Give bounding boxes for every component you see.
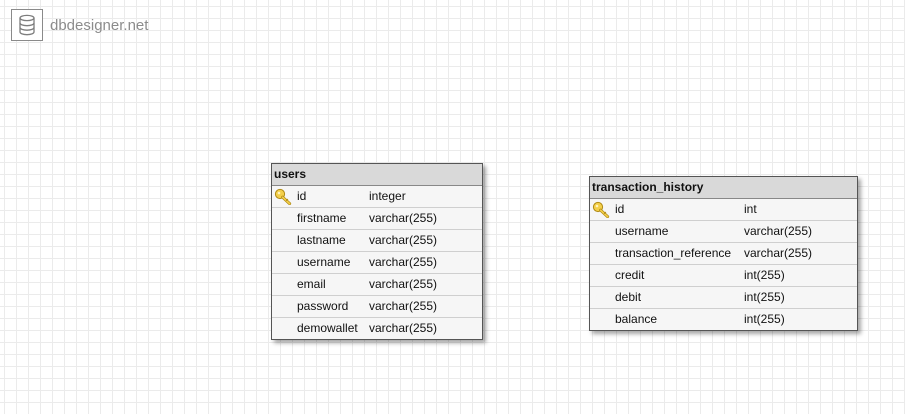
field-name: firstname	[297, 211, 347, 225]
primary-key-icon	[592, 201, 610, 219]
field-type: varchar(255)	[744, 246, 813, 260]
field-type: varchar(255)	[369, 233, 438, 247]
field-row[interactable]: username varchar(255)	[272, 252, 482, 274]
field-row[interactable]: email varchar(255)	[272, 274, 482, 296]
field-type: varchar(255)	[744, 224, 813, 238]
table-title[interactable]: transaction_history	[590, 177, 857, 199]
field-row[interactable]: credit int(255)	[590, 265, 857, 287]
field-name: credit	[615, 268, 645, 282]
database-icon	[11, 9, 43, 41]
table-transaction-history[interactable]: transaction_history id int username varchar…	[589, 176, 858, 331]
field-type: int(255)	[744, 268, 785, 282]
field-row[interactable]: username varchar(255)	[590, 221, 857, 243]
field-name: id	[297, 189, 307, 203]
logo-text: dbdesigner.net	[50, 16, 149, 34]
field-type: varchar(255)	[369, 277, 438, 291]
field-name: password	[297, 299, 349, 313]
field-row[interactable]: id int	[590, 199, 857, 221]
field-row[interactable]: lastname varchar(255)	[272, 230, 482, 252]
field-type: varchar(255)	[369, 299, 438, 313]
field-row[interactable]: firstname varchar(255)	[272, 208, 482, 230]
field-name: email	[297, 277, 326, 291]
field-row[interactable]: demowallet varchar(255)	[272, 318, 482, 339]
table-title[interactable]: users	[272, 164, 482, 186]
field-type: varchar(255)	[369, 255, 438, 269]
field-name: lastname	[297, 233, 346, 247]
field-row[interactable]: password varchar(255)	[272, 296, 482, 318]
field-row[interactable]: balance int(255)	[590, 309, 857, 330]
field-type: varchar(255)	[369, 321, 438, 335]
field-type: integer	[369, 189, 406, 203]
field-name: transaction_reference	[615, 246, 732, 260]
field-type: varchar(255)	[369, 211, 438, 225]
field-type: int(255)	[744, 312, 785, 326]
field-name: debit	[615, 290, 642, 304]
field-row[interactable]: transaction_reference varchar(255)	[590, 243, 857, 265]
field-row[interactable]: id integer	[272, 186, 482, 208]
app-logo[interactable]: dbdesigner.net	[11, 9, 148, 41]
field-name: username	[297, 255, 351, 269]
field-row[interactable]: debit int(255)	[590, 287, 857, 309]
field-type: int(255)	[744, 290, 785, 304]
field-name: id	[615, 202, 625, 216]
field-name: demowallet	[297, 321, 358, 335]
field-type: int	[744, 202, 757, 216]
field-name: balance	[615, 312, 658, 326]
field-name: username	[615, 224, 669, 238]
primary-key-icon	[274, 188, 292, 206]
